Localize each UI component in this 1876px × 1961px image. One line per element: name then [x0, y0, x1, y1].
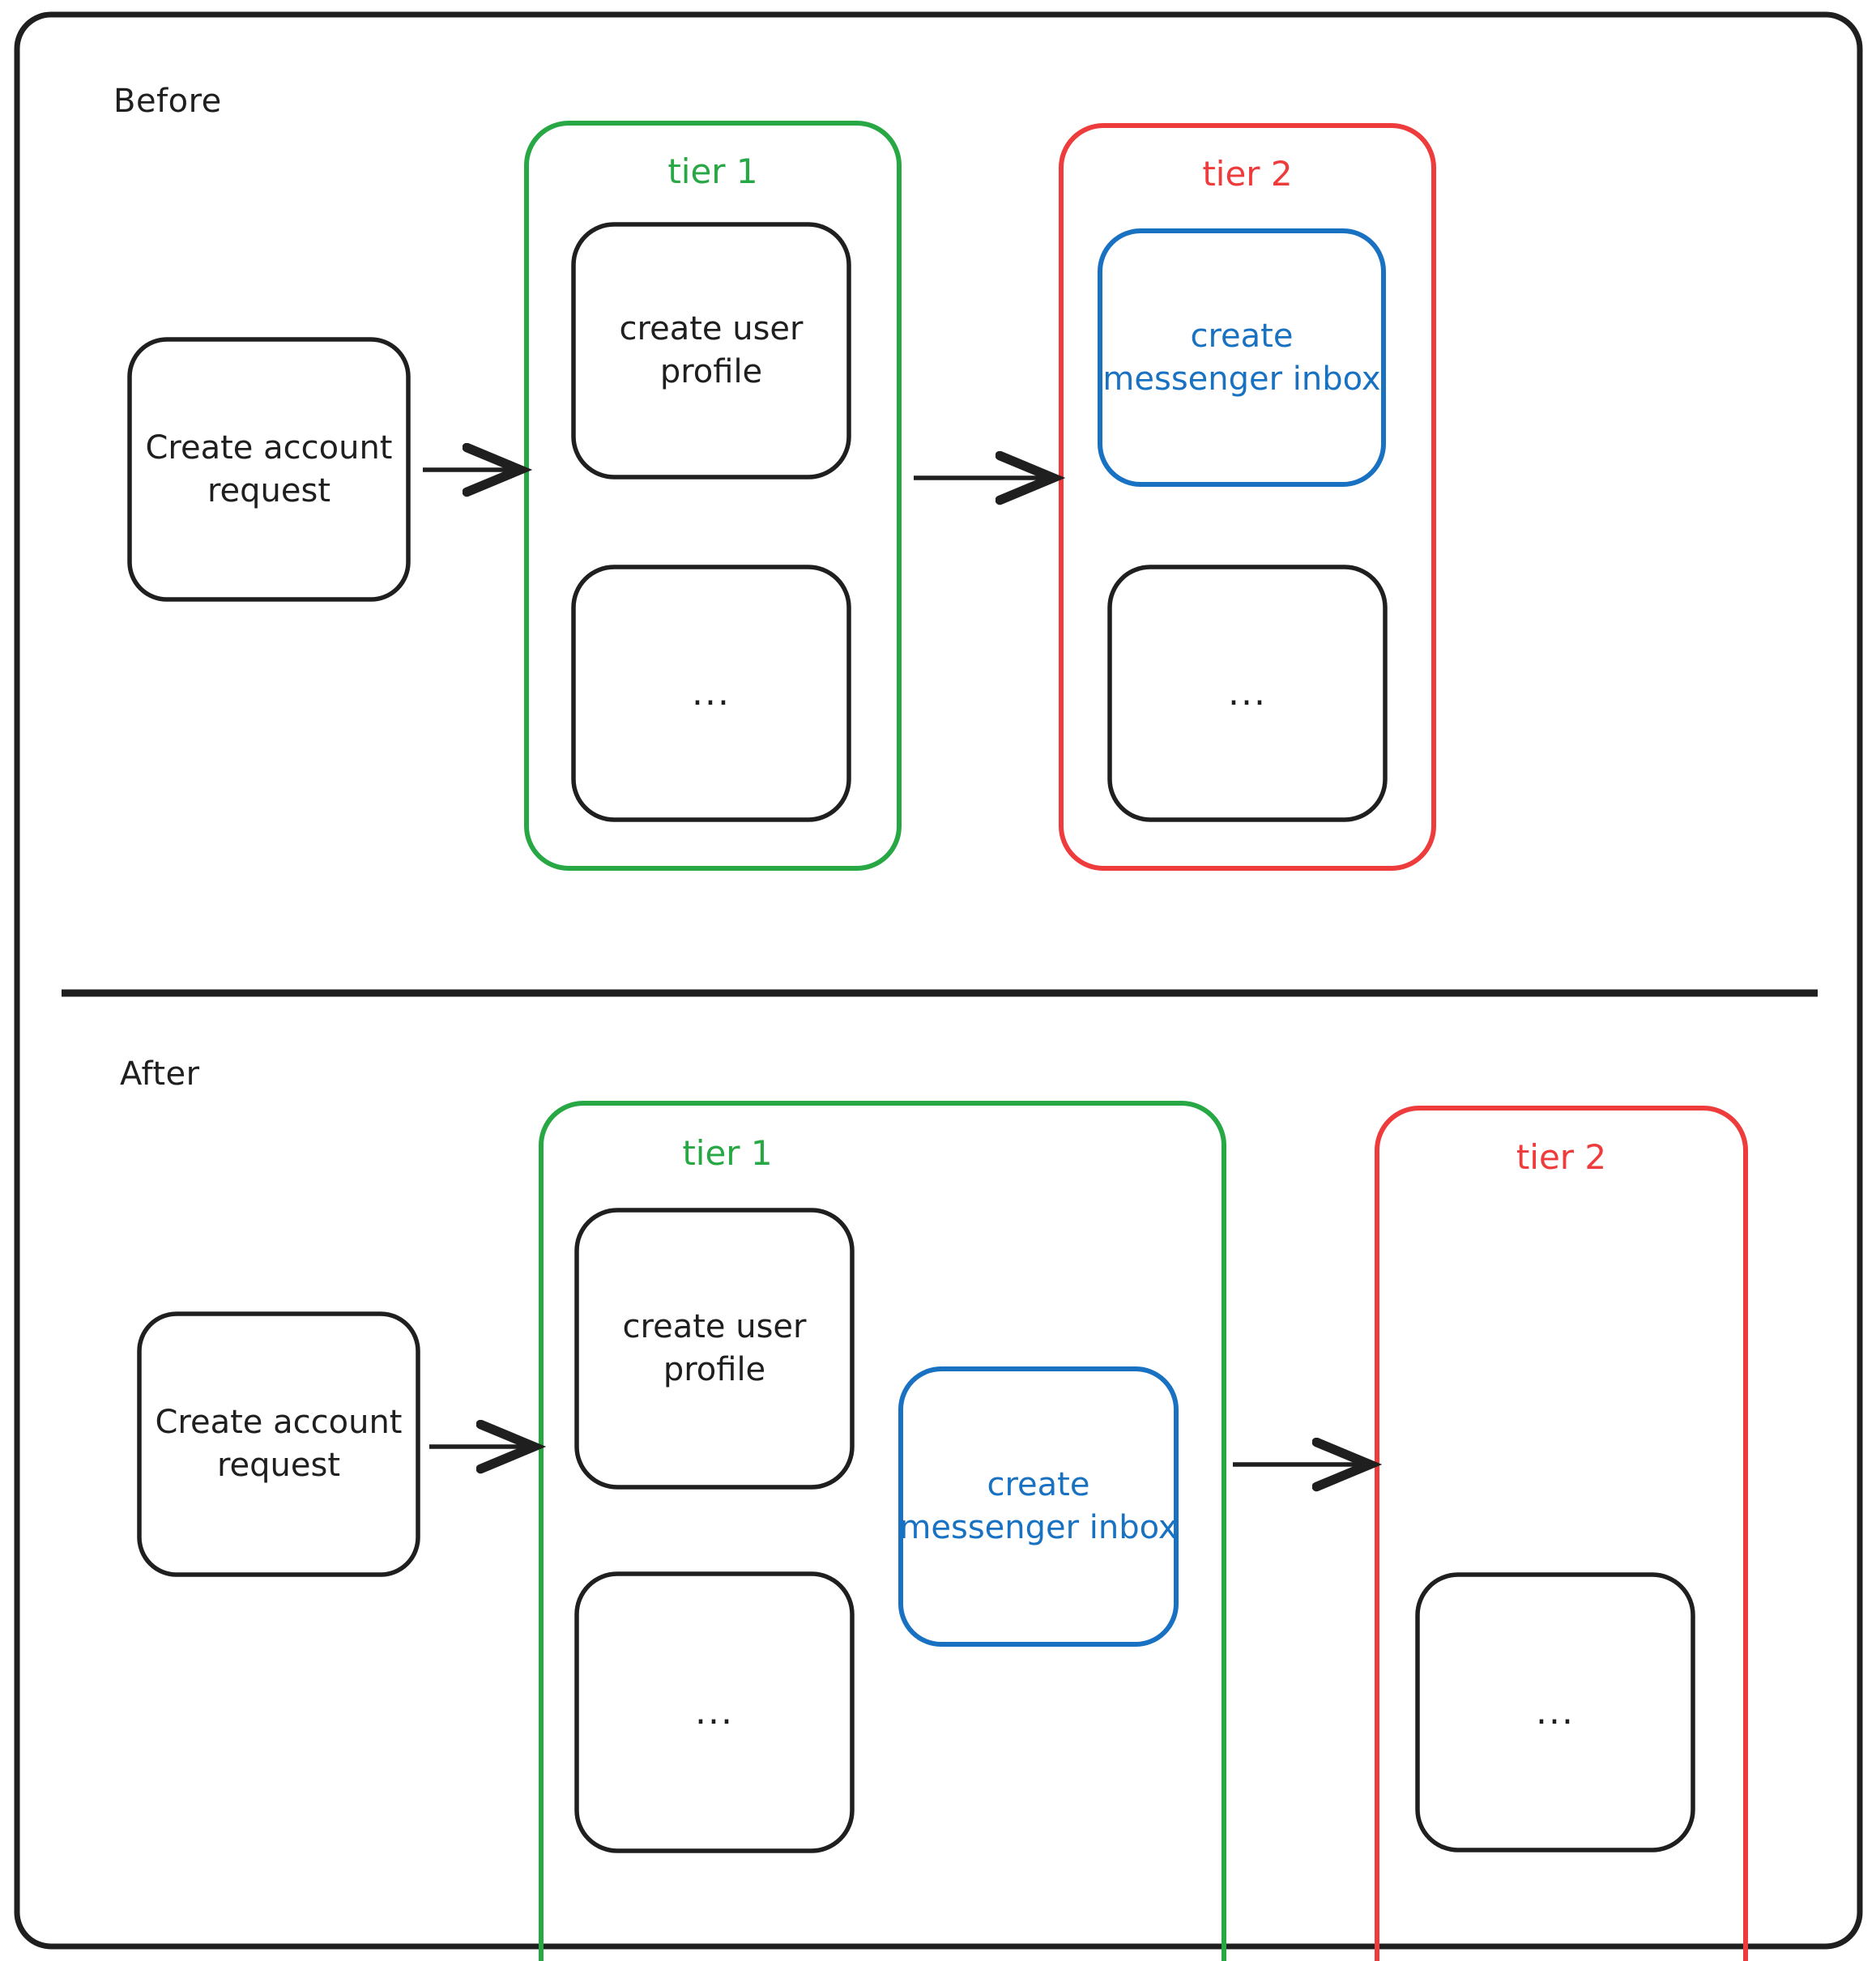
after-tier1-group: [539, 1101, 1226, 1961]
after-tier1-create-messenger-inbox-box: [898, 1366, 1179, 1647]
before-tier1-more-box: [571, 565, 851, 822]
before-create-account-box: [127, 337, 411, 602]
before-tier2-more-box: [1107, 565, 1388, 822]
after-tier2-more-box: [1415, 1572, 1695, 1852]
before-tier2-create-messenger-inbox-box: [1098, 228, 1386, 487]
after-tier1-create-user-profile-box: [574, 1208, 855, 1490]
after-tier2-group: [1375, 1106, 1748, 1961]
after-create-account-box: [137, 1311, 420, 1577]
outer-frame: [14, 11, 1863, 1950]
after-tier1-more-box: [574, 1571, 855, 1853]
before-tier1-create-user-profile-box: [571, 222, 851, 480]
